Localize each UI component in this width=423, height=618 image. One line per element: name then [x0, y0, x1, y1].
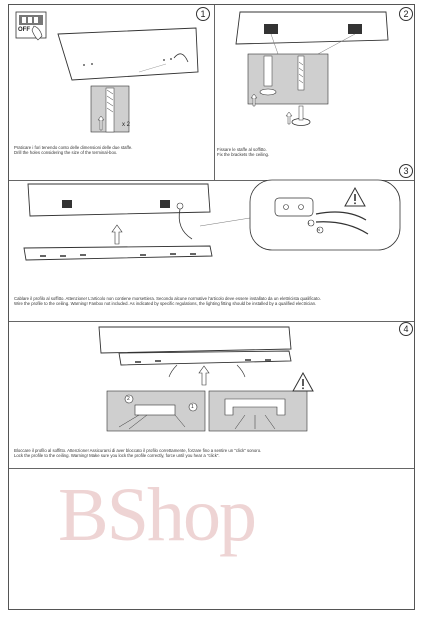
bracket-left — [264, 24, 278, 34]
step-3-illustration — [23, 179, 401, 261]
divider-2 — [9, 321, 414, 322]
step-4-caption: Bloccare il profilo al soffitto. Attenzi… — [14, 448, 261, 459]
led-profile — [23, 245, 213, 261]
step-4-caption-en: Lock the profile to the ceiling. Warning… — [14, 453, 220, 459]
wiring-detail-panel — [249, 179, 401, 251]
step-4-inset-2: 2 — [127, 396, 130, 402]
wire — [173, 53, 189, 63]
divider-3 — [9, 468, 414, 469]
step-3-caption: Cablare il profilo al soffitto. Attenzio… — [14, 296, 321, 307]
divider-vertical — [214, 5, 215, 180]
step-2-caption: Fissare le staffe al soffitto. Fix the b… — [217, 147, 269, 158]
step-1-illustration — [15, 11, 199, 133]
step-2-illustration — [235, 11, 389, 126]
step-3-caption-it: Cablare il profilo al soffitto. Attenzio… — [14, 296, 321, 301]
step-2-number: 2 — [399, 7, 413, 21]
arrow-up-icon — [111, 224, 123, 245]
terminal-block — [274, 197, 314, 217]
bracket-left — [62, 200, 72, 208]
divider-1 — [9, 180, 414, 181]
step-3-caption-en: Wire the profile to the ceiling. Warning… — [14, 301, 317, 307]
arrow-up-icon — [250, 93, 258, 107]
step-2-caption-it: Fissare le staffe al soffitto. — [217, 147, 267, 152]
click-detail-right — [208, 390, 308, 432]
ceiling-slab — [57, 27, 199, 81]
step-3-number: 3 — [399, 164, 413, 178]
step-2-caption-en: Fix the brackets the ceiling. — [217, 152, 270, 158]
bracket-right — [348, 24, 362, 34]
step-1-multiplier: x 2 — [122, 122, 131, 128]
ceiling-slab — [27, 183, 211, 217]
step-1-caption-en: Drill the holes considering the size of … — [14, 150, 118, 156]
bracket-right — [160, 200, 170, 208]
step-3-label-n: N — [317, 227, 320, 232]
shop-watermark: BShop — [58, 473, 257, 557]
arrow-up-icon — [198, 365, 210, 386]
hand-icon — [31, 25, 43, 41]
arrow-up-icon — [285, 111, 293, 125]
step-3-label-l: L — [308, 220, 311, 225]
wire — [178, 208, 193, 240]
instruction-sheet — [8, 4, 415, 610]
step-4-number: 4 — [399, 322, 413, 336]
step-1-caption: Praticare i fori tenendo conto delle dim… — [14, 145, 132, 156]
step-1-caption-it: Praticare i fori tenendo conto delle dim… — [14, 145, 133, 150]
step-1-off-label: OFF — [18, 27, 30, 33]
anchor-detail-panel — [247, 53, 329, 105]
step-4-caption-it: Bloccare il profilo al soffitto. Attenzi… — [14, 448, 262, 453]
step-1-number: 1 — [196, 7, 210, 21]
step-4-illustration — [98, 326, 314, 432]
arrow-up-icon — [97, 115, 105, 131]
step-4-inset-1: 1 — [191, 404, 194, 410]
junction-box — [176, 202, 184, 210]
led-profile — [118, 350, 292, 366]
ceiling-slab — [235, 11, 389, 45]
ceiling-slab — [98, 326, 292, 354]
